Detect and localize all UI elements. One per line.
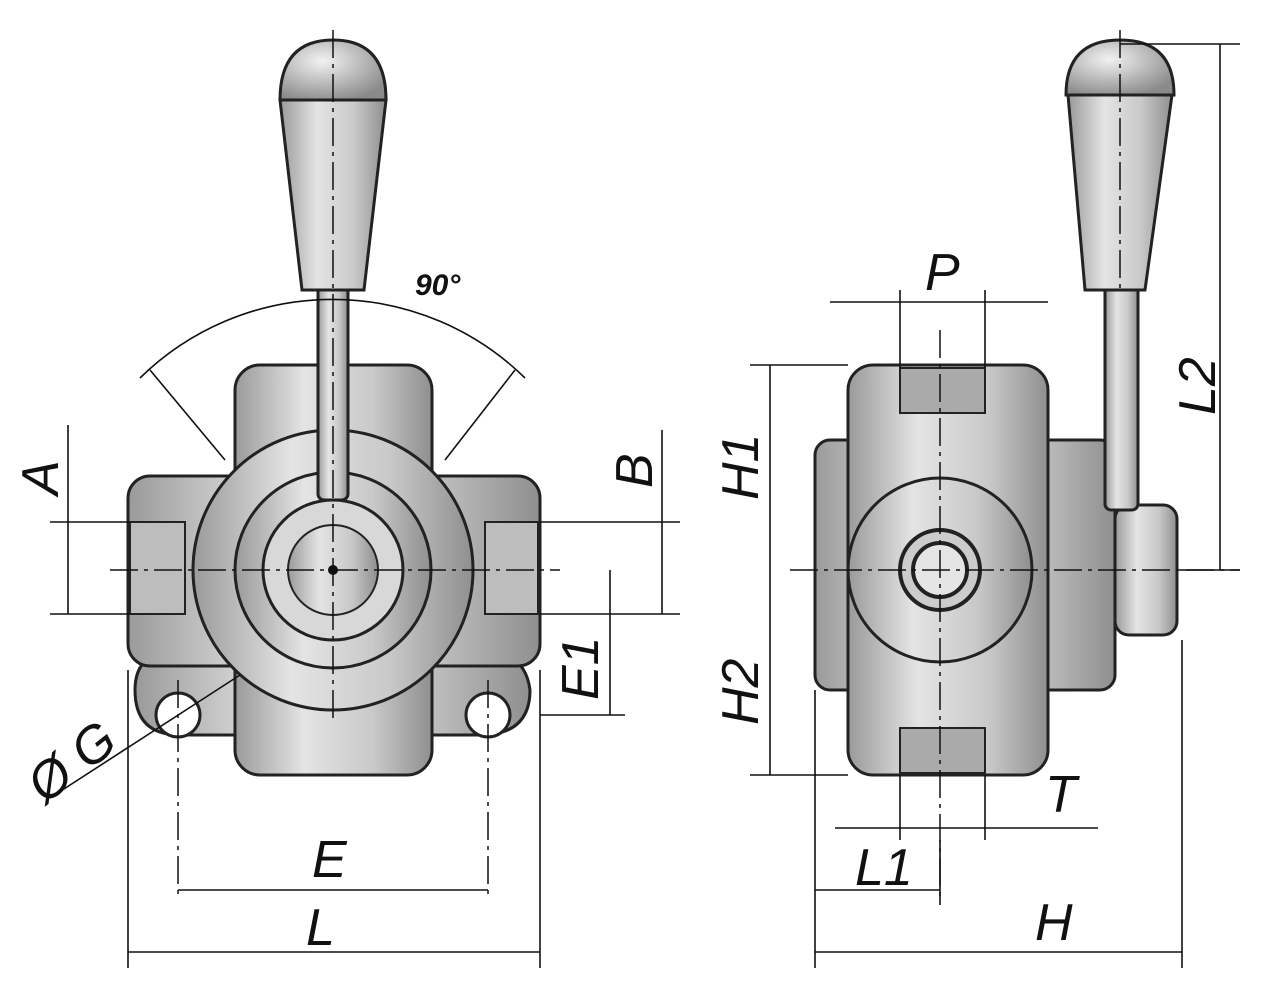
- label-E1: E1: [552, 636, 610, 700]
- label-H: H: [1035, 894, 1073, 952]
- label-L2: L2: [1169, 357, 1227, 415]
- label-H2: H2: [712, 658, 770, 725]
- front-view: [49, 30, 680, 968]
- port-top: [899, 367, 986, 414]
- label-P: P: [925, 244, 960, 302]
- label-B: B: [606, 453, 664, 488]
- label-L1: L1: [855, 839, 913, 897]
- label-G: Ø G: [15, 710, 127, 816]
- port-right: [484, 521, 539, 615]
- label-T: T: [1045, 766, 1080, 824]
- label-angle: 90°: [415, 269, 461, 302]
- label-E: E: [312, 831, 348, 889]
- label-A: A: [12, 460, 70, 498]
- label-H1: H1: [712, 434, 770, 500]
- side-handle-rod: [1103, 283, 1140, 512]
- label-L: L: [306, 899, 335, 957]
- port-left: [129, 521, 186, 615]
- side-view: [750, 30, 1240, 968]
- port-bottom: [899, 727, 986, 774]
